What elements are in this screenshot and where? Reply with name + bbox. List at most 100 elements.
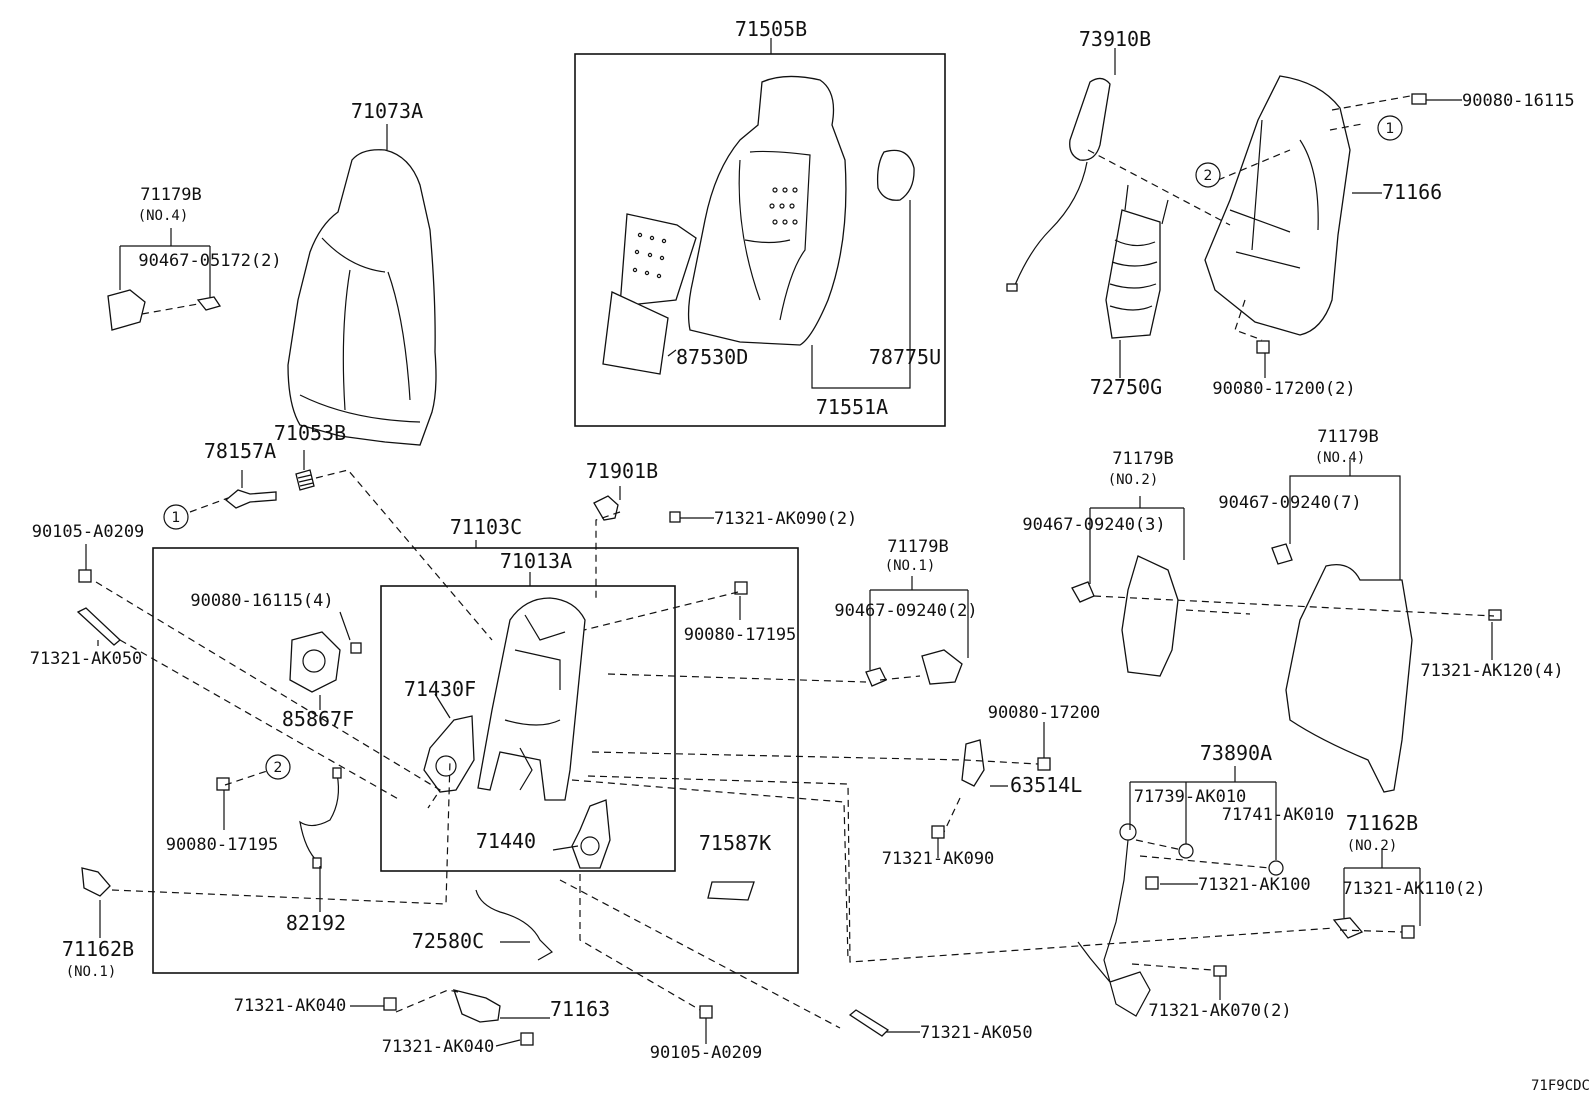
trim-71179B-no1-part — [921, 649, 963, 685]
mechanism-hub — [580, 836, 600, 856]
rear-board-ribs — [1229, 119, 1319, 269]
svg-text:1: 1 — [172, 510, 181, 526]
motor-hub — [302, 649, 326, 673]
label-73910B[interactable]: 73910B — [1079, 27, 1151, 51]
seatback-pad-seams — [299, 237, 421, 423]
trim-71162B-no2-part — [1332, 917, 1364, 939]
label-71162B-r[interactable]: 71162B — [1346, 811, 1418, 835]
recliner-hub — [435, 755, 457, 777]
label-71179B-m[interactable]: 71179B — [887, 537, 948, 557]
label-90467-05172[interactable]: 90467-05172(2) — [138, 251, 281, 271]
trim-71179B-no4-right-part — [1285, 563, 1413, 793]
label-71179B-tl[interactable]: 71179B — [140, 185, 201, 205]
leader-trim-tl — [141, 303, 199, 315]
label-90080-17195-l[interactable]: 90080-17195 — [166, 835, 279, 855]
seatback-rear-board-part — [1204, 75, 1351, 336]
airbag-connector — [1006, 283, 1018, 292]
label-90467-09240-2[interactable]: 90467-09240(2) — [834, 601, 977, 621]
label-71321-AK090-2[interactable]: 71321-AK090(2) — [714, 509, 857, 529]
pad-71587K-part — [707, 881, 755, 901]
cap-71741-AK010 — [1268, 860, 1284, 876]
label-71430F[interactable]: 71430F — [404, 677, 476, 701]
label-71179B-r2-sub: (NO.4) — [1315, 450, 1366, 466]
label-63514L[interactable]: 63514L — [1010, 773, 1082, 797]
callout-1-top: 1 — [1377, 115, 1403, 141]
harness-connector-b — [312, 857, 322, 869]
label-71741-AK010[interactable]: 71741-AK010 — [1222, 805, 1335, 825]
label-71162B-l[interactable]: 71162B — [62, 937, 134, 961]
label-90080-16115-4[interactable]: 90080-16115(4) — [190, 591, 333, 611]
label-71739-AK010[interactable]: 71739-AK010 — [1134, 787, 1247, 807]
label-71321-AK110-2[interactable]: 71321-AK110(2) — [1342, 879, 1485, 899]
seatback-cover-group-box — [574, 53, 946, 427]
label-71321-AK120-4[interactable]: 71321-AK120(4) — [1420, 661, 1563, 681]
bracket-71163-part — [453, 989, 501, 1023]
label-71179B-r1-sub: (NO.2) — [1108, 472, 1159, 488]
diagram-id: 71F9CDC — [1531, 1078, 1590, 1094]
label-90080-17200[interactable]: 90080-17200 — [988, 703, 1101, 723]
perforated-sheet-part — [619, 213, 697, 307]
headrest-pad-part — [876, 149, 915, 201]
label-71901B[interactable]: 71901B — [586, 459, 658, 483]
label-71013A[interactable]: 71013A — [500, 549, 572, 573]
label-71179B-r1[interactable]: 71179B — [1112, 449, 1173, 469]
label-71321-AK070-2[interactable]: 71321-AK070(2) — [1148, 1001, 1291, 1021]
frame-details — [504, 614, 566, 791]
cable-73890A — [1077, 839, 1151, 1017]
label-71551A[interactable]: 71551A — [816, 395, 888, 419]
label-71053B[interactable]: 71053B — [274, 421, 346, 445]
frame-subassembly-group-box — [380, 585, 676, 872]
label-90105-A0209-l[interactable]: 90105-A0209 — [32, 522, 145, 542]
label-71162B-l-sub: (NO.1) — [66, 964, 117, 980]
label-71440[interactable]: 71440 — [476, 829, 536, 853]
label-87530D[interactable]: 87530D — [676, 345, 748, 369]
callout-2-left: 2 — [265, 754, 291, 780]
label-71321-AK050-l[interactable]: 71321-AK050 — [30, 649, 143, 669]
label-82192[interactable]: 82192 — [286, 911, 346, 935]
label-71321-AK100[interactable]: 71321-AK100 — [1198, 875, 1311, 895]
seatback-pad-part — [287, 149, 437, 446]
label-90080-17195-r[interactable]: 90080-17195 — [684, 625, 797, 645]
cable-73890A-knob — [1119, 823, 1137, 841]
label-71505B[interactable]: 71505B — [735, 17, 807, 41]
label-71321-AK050-b[interactable]: 71321-AK050 — [920, 1023, 1033, 1043]
cover-perforation-pattern — [769, 187, 798, 225]
label-90467-09240-7[interactable]: 90467-09240(7) — [1218, 493, 1361, 513]
label-71179B-m-sub: (NO.1) — [885, 558, 936, 574]
spring-coils — [297, 474, 314, 487]
label-71321-AK090[interactable]: 71321-AK090 — [882, 849, 995, 869]
label-85867F[interactable]: 85867F — [282, 707, 354, 731]
side-airbag-module-part — [1069, 77, 1111, 161]
seatback-cover-part — [687, 75, 847, 346]
label-71587K[interactable]: 71587K — [699, 831, 771, 855]
label-90080-16115-tr[interactable]: 90080-16115 — [1462, 91, 1575, 111]
label-71179B-tl-sub: (NO.4) — [138, 208, 189, 224]
label-71103C[interactable]: 71103C — [450, 515, 522, 539]
label-71162B-r-sub: (NO.2) — [1347, 838, 1398, 854]
label-78775U[interactable]: 78775U — [869, 345, 941, 369]
label-90080-17200-2[interactable]: 90080-17200(2) — [1212, 379, 1355, 399]
label-72750G[interactable]: 72750G — [1090, 375, 1162, 399]
label-71179B-r2[interactable]: 71179B — [1317, 427, 1378, 447]
cap-71739-AK010 — [1178, 843, 1194, 859]
label-90467-09240-3[interactable]: 90467-09240(3) — [1022, 515, 1165, 535]
harness-connector-a — [332, 767, 342, 779]
label-71166[interactable]: 71166 — [1382, 180, 1442, 204]
dashed-connections — [95, 95, 1495, 1029]
mechanism-71440-part — [571, 799, 611, 869]
label-90105-A0209-b[interactable]: 90105-A0209 — [650, 1043, 763, 1063]
label-71321-AK040-a[interactable]: 71321-AK040 — [234, 996, 347, 1016]
label-73890A[interactable]: 73890A — [1200, 741, 1272, 765]
label-72580C[interactable]: 72580C — [412, 929, 484, 953]
label-71321-AK040-b[interactable]: 71321-AK040 — [382, 1037, 495, 1057]
label-78157A[interactable]: 78157A — [204, 439, 276, 463]
label-71163[interactable]: 71163 — [550, 997, 610, 1021]
svg-text:2: 2 — [274, 760, 283, 776]
frame-assembly-group-box — [152, 547, 799, 974]
clip-90467-09240-no1-part — [865, 667, 887, 687]
label-71073A[interactable]: 71073A — [351, 99, 423, 123]
harness-82192 — [299, 773, 340, 863]
cover-panel-87530D-part — [602, 291, 669, 375]
